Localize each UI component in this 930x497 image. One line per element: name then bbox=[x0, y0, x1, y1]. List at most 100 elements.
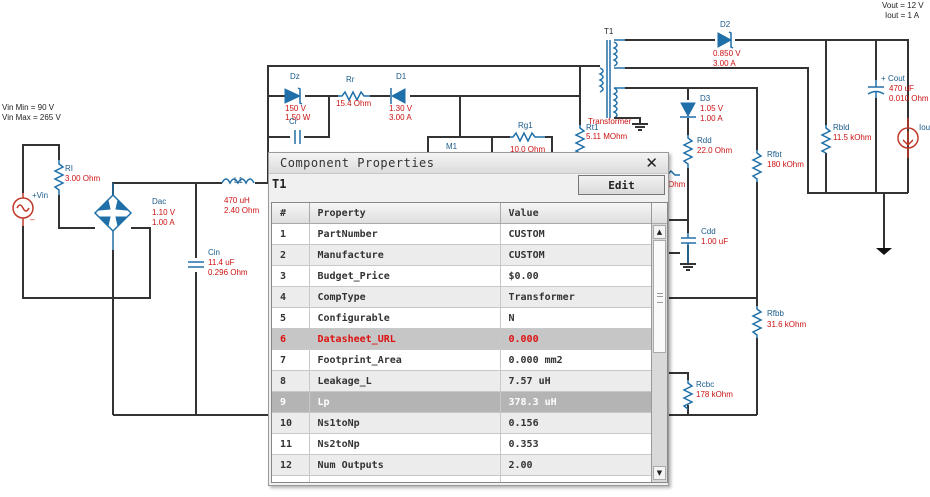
scroll-down-arrow-icon[interactable]: ▼ bbox=[653, 466, 666, 480]
column-header-num[interactable]: # bbox=[272, 203, 310, 224]
d2-name: D2 bbox=[720, 20, 731, 29]
cell-value[interactable]: $0.00 bbox=[500, 265, 653, 287]
cell-property[interactable]: Num Outputs bbox=[309, 454, 501, 476]
cell-value[interactable] bbox=[500, 475, 653, 482]
transformer-t1[interactable]: T1 Transformer bbox=[588, 27, 648, 131]
cell-property[interactable]: Leakage_L bbox=[309, 370, 501, 392]
cell-property[interactable]: PartNumber bbox=[309, 223, 501, 245]
table-row[interactable] bbox=[272, 475, 653, 482]
cell-num[interactable]: 6 bbox=[272, 328, 310, 350]
vin-source[interactable]: +Vin – bbox=[12, 191, 48, 226]
rfbt-name: Rfbt bbox=[767, 150, 782, 159]
resistor-icon bbox=[510, 131, 545, 143]
cell-value[interactable]: N bbox=[500, 307, 653, 329]
cell-property[interactable]: Manufacture bbox=[309, 244, 501, 266]
resistor-rg1[interactable]: Rg1 10.0 Ohm bbox=[510, 121, 545, 154]
resistor-rr[interactable]: Rr 15.4 Ohm bbox=[336, 75, 371, 108]
cell-property[interactable]: Configurable bbox=[309, 307, 501, 329]
cell-value[interactable]: 7.57 uH bbox=[500, 370, 653, 392]
scrollbar-thumb[interactable] bbox=[653, 240, 666, 353]
cell-num[interactable]: 3 bbox=[272, 265, 310, 287]
diode-d2[interactable]: D2 0.850 V 3.00 A bbox=[713, 20, 741, 68]
cell-num[interactable]: 8 bbox=[272, 370, 310, 392]
rt1-name: Rt1 bbox=[586, 123, 599, 132]
m1-name[interactable]: M1 bbox=[446, 142, 458, 151]
resistor-icon bbox=[820, 125, 832, 154]
zener-dz[interactable]: Dz 150 V 1.50 W bbox=[284, 72, 311, 122]
resistor-icon bbox=[338, 90, 370, 102]
resistor-rdd[interactable]: Rdd 22.0 Ohm bbox=[682, 135, 732, 168]
bridge-dac[interactable]: Dac 1.10 V 1.00 A bbox=[93, 183, 176, 250]
inductor-l1[interactable]: L1 470 uH 2.40 Ohm bbox=[221, 176, 259, 215]
dz-v: 150 V bbox=[285, 104, 307, 113]
cell-num[interactable]: 10 bbox=[272, 412, 310, 434]
capacitor-cdd[interactable]: Cdd 1.00 uF bbox=[680, 227, 728, 271]
diode-icon bbox=[717, 32, 733, 48]
scroll-up-arrow-icon[interactable]: ▲ bbox=[653, 225, 666, 239]
close-icon[interactable]: ✕ bbox=[645, 154, 658, 172]
capacitor-cout[interactable]: + Cout 470 uF 0.010 Ohm bbox=[867, 74, 929, 103]
cell-value[interactable]: 0.156 bbox=[500, 412, 653, 434]
table-header-row: # Property Value bbox=[272, 203, 653, 224]
dialog-titlebar[interactable]: Component Properties ✕ bbox=[269, 153, 668, 174]
resistor-ri[interactable]: RI 3.00 Ohm bbox=[53, 160, 100, 195]
rcbc-value: 178 kOhm bbox=[696, 390, 733, 399]
cell-num[interactable]: 7 bbox=[272, 349, 310, 371]
resistor-rt1[interactable]: Rt1 5.11 MOhm bbox=[574, 123, 628, 154]
cell-value[interactable]: 0.000 mm2 bbox=[500, 349, 653, 371]
cell-num[interactable]: 4 bbox=[272, 286, 310, 308]
d2-v: 0.850 V bbox=[713, 49, 741, 58]
cell-property[interactable]: Budget_Price bbox=[309, 265, 501, 287]
cell-property[interactable]: Datasheet_URL bbox=[309, 328, 501, 350]
cell-value[interactable]: CUSTOM bbox=[500, 244, 653, 266]
cell-property[interactable] bbox=[309, 475, 501, 482]
cell-value[interactable]: 378.3 uH bbox=[500, 391, 653, 413]
cell-num[interactable] bbox=[272, 475, 310, 482]
cell-num[interactable]: 5 bbox=[272, 307, 310, 329]
resistor-rfbb[interactable]: Rfbb 31.6 kOhm bbox=[751, 306, 806, 338]
cell-value[interactable]: 0.000 bbox=[500, 328, 653, 350]
cell-property[interactable]: Ns2toNp bbox=[309, 433, 501, 455]
current-sink-iout[interactable]: Iou bbox=[897, 118, 930, 158]
column-header-value[interactable]: Value bbox=[500, 203, 653, 224]
capacitor-cin[interactable]: Cin 11.4 uF 0.296 Ohm bbox=[188, 248, 248, 277]
cell-value[interactable]: 0.353 bbox=[500, 433, 653, 455]
cell-property[interactable]: Footprint_Area bbox=[309, 349, 501, 371]
cell-property[interactable]: CompType bbox=[309, 286, 501, 308]
cell-value[interactable]: CUSTOM bbox=[500, 223, 653, 245]
dac-i: 1.00 A bbox=[152, 218, 175, 227]
cell-property[interactable]: Ns1toNp bbox=[309, 412, 501, 434]
d1-v: 1.30 V bbox=[389, 104, 413, 113]
diode-d1[interactable]: D1 1.30 V 3.00 A bbox=[389, 72, 413, 122]
column-header-property[interactable]: Property bbox=[309, 203, 501, 224]
resistor-rcbc[interactable]: Rcbc 178 kOhm bbox=[682, 380, 733, 410]
capacitor-cr[interactable]: Cr bbox=[289, 117, 301, 144]
cell-num[interactable]: 1 bbox=[272, 223, 310, 245]
cell-num[interactable]: 12 bbox=[272, 454, 310, 476]
cell-num[interactable]: 11 bbox=[272, 433, 310, 455]
cell-value[interactable]: Transformer bbox=[500, 286, 653, 308]
vertical-scrollbar[interactable]: ▲ ▼ bbox=[651, 203, 667, 482]
cell-property[interactable]: Lp bbox=[309, 391, 501, 413]
resistor-rbld[interactable]: Rbld 11.5 kOhm bbox=[820, 123, 872, 154]
resistor-rfbt[interactable]: Rfbt 180 kOhm bbox=[751, 150, 804, 182]
edit-button[interactable]: Edit bbox=[578, 175, 665, 195]
cell-value[interactable]: 2.00 bbox=[500, 454, 653, 476]
rr-value: 15.4 Ohm bbox=[336, 99, 371, 108]
cell-num[interactable]: 2 bbox=[272, 244, 310, 266]
cell-num[interactable]: 9 bbox=[272, 391, 310, 413]
diode-d3[interactable]: D3 1.05 V 1.00 A bbox=[680, 94, 724, 123]
